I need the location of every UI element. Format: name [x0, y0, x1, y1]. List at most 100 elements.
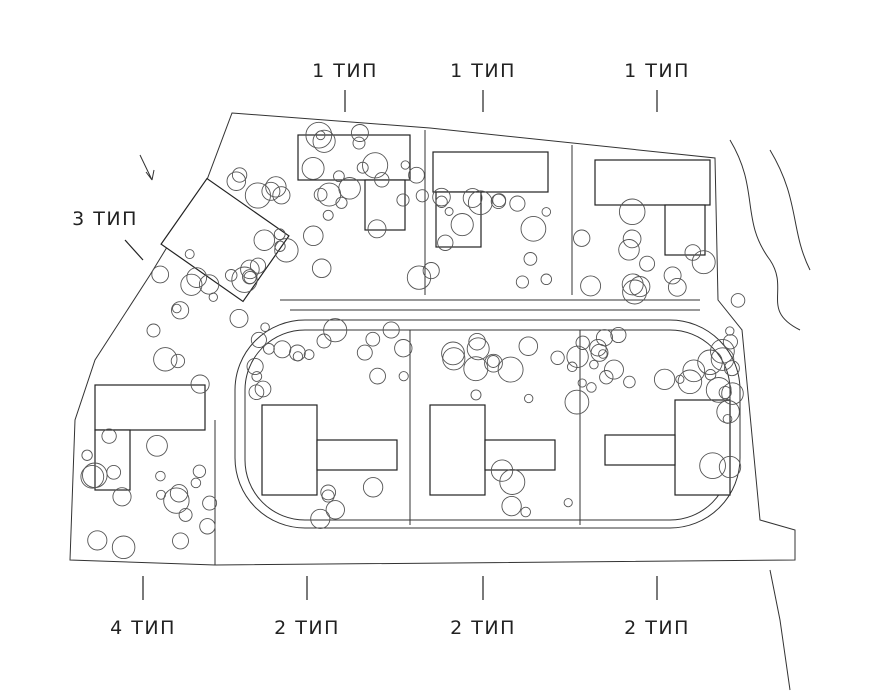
tree-icon: [172, 303, 182, 314]
tree-icon: [710, 347, 735, 371]
house-type2-c: [674, 399, 731, 496]
tree-icon: [153, 347, 178, 372]
tree-icon: [408, 166, 425, 184]
label-type2: 2 ТИП: [624, 617, 690, 639]
ring-road-inner: [244, 329, 731, 521]
tree-icon: [199, 518, 216, 535]
tree-icon: [253, 229, 276, 251]
tree-icon: [725, 326, 735, 336]
tree-icon: [486, 355, 500, 368]
tree-icon: [311, 258, 332, 279]
tree-icon: [82, 462, 108, 489]
tree-icon: [520, 506, 531, 518]
tree-icon: [172, 532, 189, 550]
tree-icon: [198, 274, 220, 295]
tree-icon: [244, 182, 271, 209]
stream: [729, 139, 811, 331]
tree-icon: [573, 229, 591, 247]
tree-icon: [317, 182, 342, 207]
tree-icon: [325, 500, 345, 520]
tree-icon: [263, 342, 275, 355]
tree-icon: [580, 275, 602, 297]
house-type2-a-wing: [316, 439, 398, 471]
tree-icon: [169, 484, 189, 503]
tree-icon: [156, 489, 166, 500]
tree-icon: [321, 489, 335, 503]
label-type1: 1 ТИП: [312, 60, 378, 82]
house-type1-b: [432, 151, 549, 193]
tree-icon: [350, 124, 369, 142]
tree-icon: [303, 225, 324, 247]
tree-icon: [468, 332, 486, 351]
tree-icon: [312, 129, 336, 153]
tree-icon: [352, 136, 366, 150]
tree-icon: [248, 384, 265, 401]
tree-icon: [323, 318, 348, 343]
tree-icon: [444, 207, 454, 216]
tree-icon: [192, 464, 207, 478]
tree-icon: [667, 277, 687, 297]
tree-icon: [81, 449, 93, 461]
tree-icon: [101, 428, 117, 444]
house-type3: [160, 177, 290, 303]
tree-icon: [273, 228, 286, 241]
tree-icon: [155, 470, 166, 482]
label-leaders: [124, 90, 658, 600]
tree-icon: [677, 369, 703, 395]
tree-icon: [566, 361, 578, 373]
tree-icon: [231, 266, 258, 293]
tree-icon: [490, 193, 507, 210]
label-type1: 1 ТИП: [450, 60, 516, 82]
tree-icon: [316, 333, 332, 349]
tree-icon: [618, 239, 640, 261]
tree-icon: [87, 530, 108, 551]
tree-icon: [684, 244, 702, 261]
tree-icon: [466, 337, 490, 361]
tree-icon: [470, 389, 482, 401]
tree-icon: [575, 335, 590, 350]
tree-icon: [437, 234, 454, 251]
tree-icon: [675, 374, 685, 384]
tree-icon: [273, 340, 292, 359]
tree-icon: [146, 434, 168, 457]
tree-icon: [274, 238, 299, 263]
tree-icon: [112, 487, 132, 507]
tree-icon: [265, 176, 287, 198]
tree-icon: [254, 380, 272, 398]
tree-icon: [563, 498, 573, 508]
tree-icon: [484, 353, 503, 373]
tree-icon: [622, 229, 642, 249]
tree-icon: [186, 267, 208, 288]
tree-icon: [249, 257, 267, 274]
tree-icon: [301, 156, 325, 180]
tree-icon: [313, 187, 328, 202]
tree-icon: [435, 195, 448, 208]
house-type2-a: [261, 404, 318, 496]
tree-icon: [604, 359, 624, 380]
tree-icon: [292, 351, 304, 362]
tree-icon: [180, 273, 203, 296]
tree-icon: [226, 171, 247, 191]
house-type4: [94, 384, 206, 431]
ring-road-outer: [234, 319, 741, 529]
tree-icon: [369, 367, 386, 385]
tree-icon: [550, 350, 565, 365]
tree-icon: [718, 455, 742, 479]
footpath: [769, 569, 791, 691]
label-type4: 4 ТИП: [110, 617, 176, 639]
tree-icon: [250, 331, 267, 348]
tree-icon: [111, 535, 136, 560]
tree-icon: [146, 323, 161, 338]
tree-icon: [704, 368, 717, 381]
tree-icon: [518, 336, 539, 356]
tree-icon: [320, 484, 337, 501]
tree-icon: [691, 250, 716, 275]
upper-road: [280, 299, 700, 311]
tree-icon: [415, 189, 429, 203]
tree-icon: [432, 187, 451, 207]
tree-icon: [467, 190, 493, 216]
tree-icon: [509, 195, 526, 212]
tree-icon: [722, 414, 733, 424]
tree-icon: [730, 293, 746, 308]
house-type1-b-garage: [435, 191, 482, 248]
